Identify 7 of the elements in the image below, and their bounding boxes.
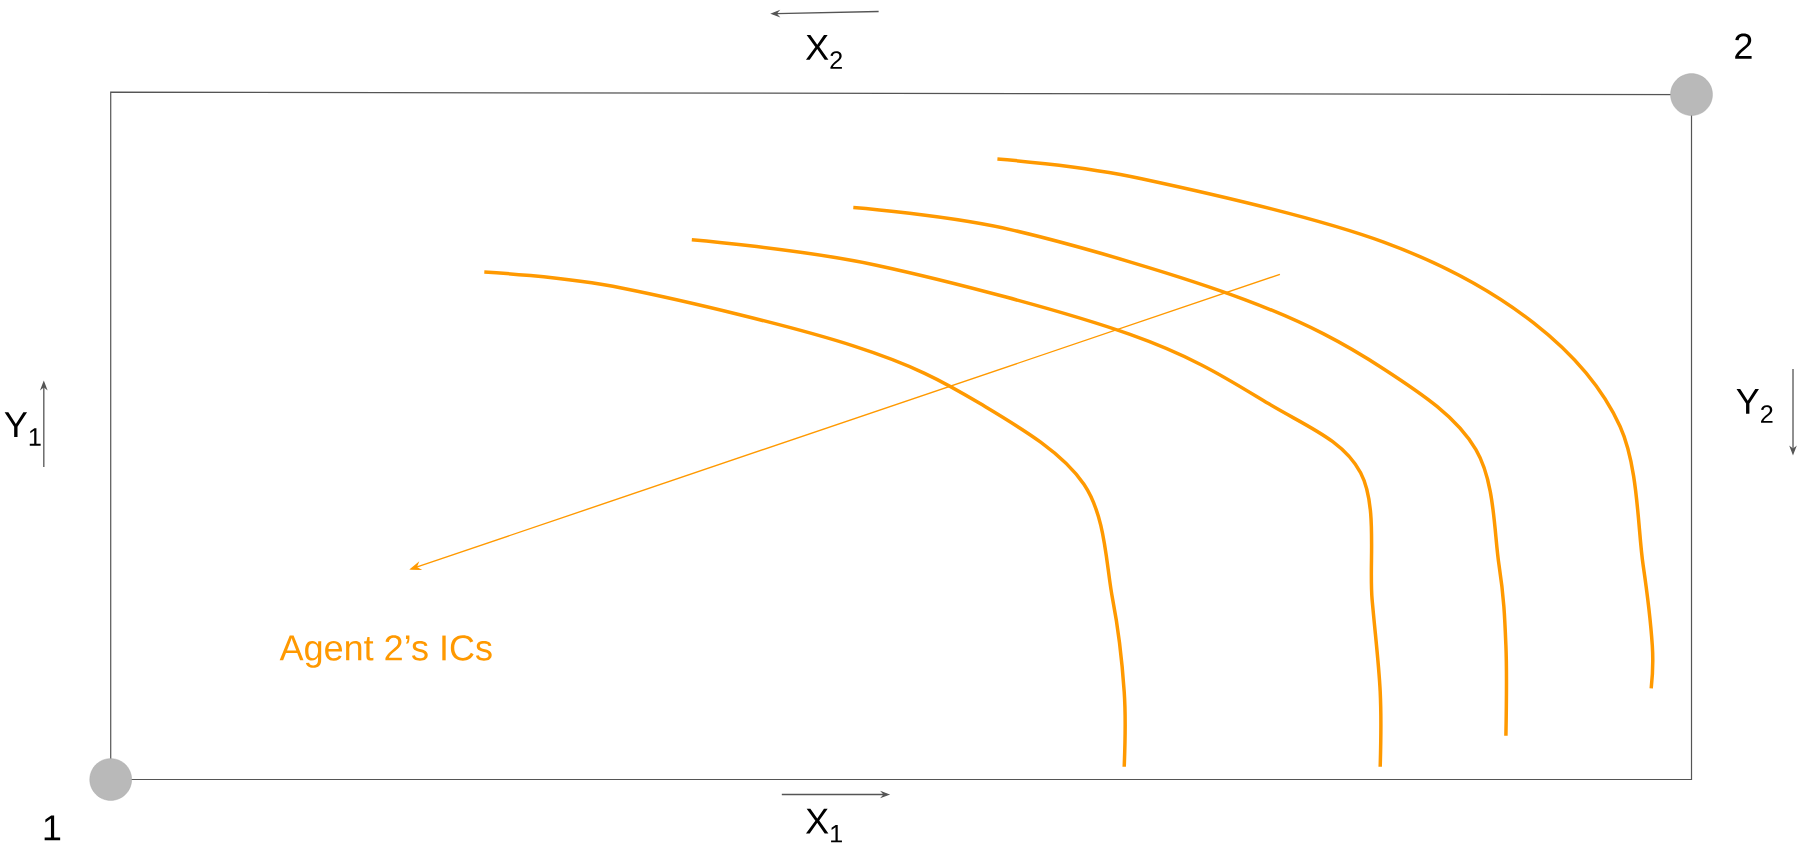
point-label: 2: [1735, 33, 1752, 59]
curve-label: Agent 2’s ICs: [279, 635, 492, 668]
axis-label: X$_{1}$: [805, 808, 842, 843]
axis-label: X$_{2}$: [805, 35, 842, 69]
axis-label: Y$_{1}$: [4, 412, 41, 446]
point-label: 1: [44, 815, 61, 841]
axis-label: Y$_{2}$: [1736, 389, 1773, 423]
